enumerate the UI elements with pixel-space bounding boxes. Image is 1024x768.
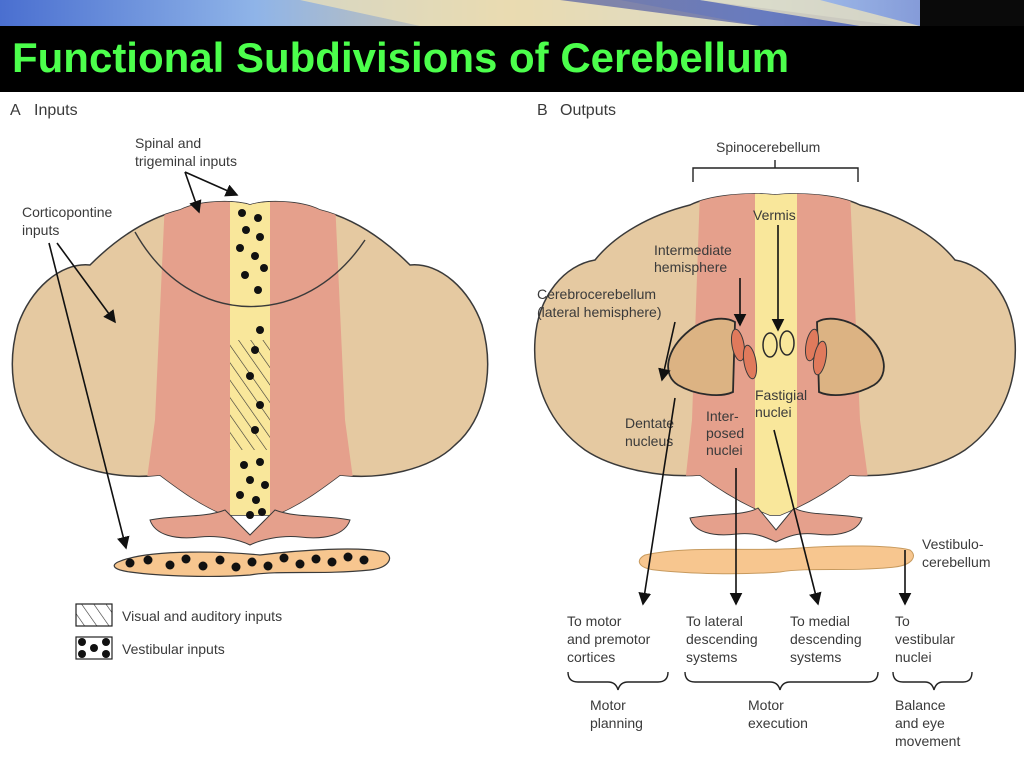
hatched-region [230,340,270,450]
target-medial-1: To medial [790,613,850,629]
cerebellum-diagram: A Inputs [10,102,1017,749]
label-fastigial-2: nuclei [755,404,792,420]
decorative-banner [0,0,1024,26]
target-lateral-2: descending [686,631,758,647]
label-intermediate-2: hemisphere [654,259,727,275]
label-interposed-2: posed [706,425,744,441]
brace-balance [892,671,973,691]
label-interposed-3: nuclei [706,442,743,458]
function-balance-1: Balance [895,697,946,713]
label-vestibulo-2: cerebellum [922,554,990,570]
vermis-dots [236,209,269,519]
label-corticopontine-1: Corticopontine [22,204,112,220]
arrow-spinal-right [184,171,239,197]
label-spinal-2: trigeminal inputs [135,153,237,169]
brace-execution [684,671,879,691]
primary-fissure [134,231,366,308]
fastigial-nucleus-left [762,332,778,358]
legend-swatch-hatched [75,603,113,627]
fastigial-nucleus-right [779,330,795,356]
title-bar [0,26,1024,92]
label-vermis: Vermis [753,207,796,223]
peduncle-a [149,509,351,546]
vestibular-dots [125,552,369,572]
interposed-nucleus-l1 [730,328,746,362]
dentate-nucleus-left [667,317,736,396]
function-execution-1: Motor [748,697,784,713]
legend-dots [78,638,110,658]
cerebellum-a [11,200,489,578]
legend-vestibular: Vestibular inputs [122,641,225,657]
output-functions: Motor planning Motor execution Balance a… [590,697,960,749]
function-execution-2: execution [748,715,808,731]
panel-a-inputs: A Inputs [10,102,489,660]
vermis-strip-b [755,193,797,516]
panel-a-heading: Inputs [34,102,78,119]
target-vestibular-3: nuclei [895,649,932,665]
target-motor-cortex-3: cortices [567,649,615,665]
function-balance-2: and eye [895,715,945,731]
brace-planning [567,671,669,691]
panel-b-letter: B [537,102,548,119]
peduncle-b [689,507,863,543]
target-motor-cortex-2: and premotor [567,631,651,647]
label-dentate-1: Dentate [625,415,674,431]
interposed-nucleus-r2 [812,340,828,376]
slide-title: Functional Subdivisions of Cerebellum [12,34,790,81]
arrow-cerebrocerebellum [658,321,676,382]
target-medial-3: systems [790,649,841,665]
function-balance-3: movement [895,733,960,749]
label-spinal-1: Spinal and [135,135,201,151]
target-lateral-3: systems [686,649,737,665]
arrow-cortico-pons [48,242,130,550]
function-planning-1: Motor [590,697,626,713]
arrow-spinal-left [184,171,202,214]
function-planning-2: planning [590,715,643,731]
label-interposed-1: Inter- [706,408,739,424]
cerebellum-b [533,193,1017,575]
arrow-output-dentate [638,397,676,606]
label-corticopontine-2: inputs [22,222,59,238]
interposed-nucleus-l2 [742,344,758,380]
legend: Visual and auditory inputs Vestibular in… [75,603,282,660]
arrow-output-fastigial [773,429,822,606]
spinocerebellum-bracket [692,160,859,182]
target-lateral-1: To lateral [686,613,743,629]
dentate-nucleus-right [816,317,885,396]
vestibulo-band-b [638,545,914,575]
target-vestibular-1: To [895,613,910,629]
panel-b-heading: Outputs [560,102,616,119]
panel-a-letter: A [10,102,21,119]
label-spinocerebellum: Spinocerebellum [716,139,820,155]
output-targets: To motor and premotor cortices To latera… [567,613,955,665]
target-motor-cortex-1: To motor [567,613,622,629]
panel-b-outputs: B Outputs Spinocerebellum [533,102,1017,749]
target-medial-2: descending [790,631,862,647]
label-fastigial-1: Fastigial [755,387,807,403]
target-vestibular-2: vestibular [895,631,955,647]
label-vestibulo-1: Vestibulo- [922,536,984,552]
label-cerebrocerebellum-1: Cerebrocerebellum [537,286,656,302]
label-cerebrocerebellum-2: (lateral hemisphere) [537,304,662,320]
label-dentate-2: nucleus [625,433,673,449]
legend-visual-auditory: Visual and auditory inputs [122,608,282,624]
arrow-cortico-hemisphere [56,242,116,324]
label-intermediate-1: Intermediate [654,242,732,258]
